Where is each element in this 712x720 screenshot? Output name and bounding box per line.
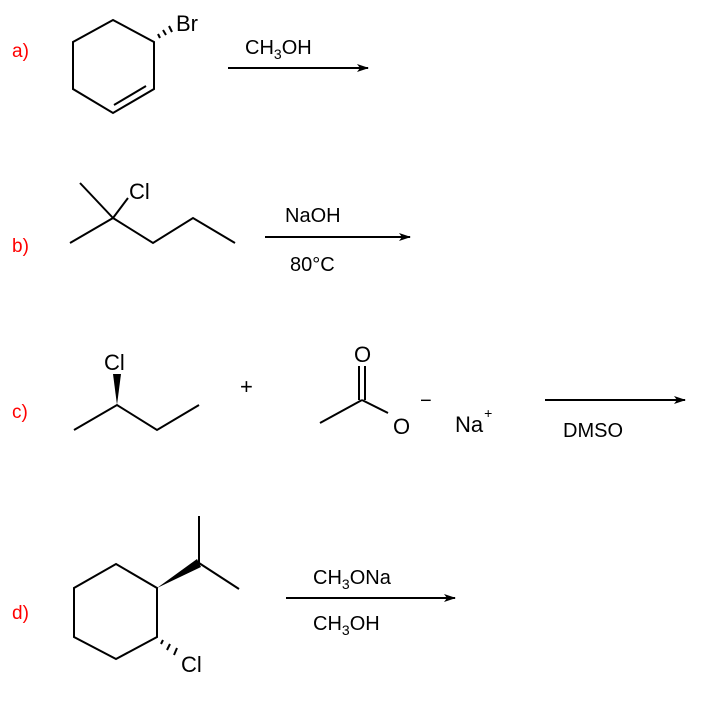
reaction-label-b: b)	[12, 236, 29, 257]
chlorine-label: Cl	[104, 350, 125, 375]
reaction-d: d) Cl CH3ONa CH3OH	[12, 516, 456, 677]
reagent-d-above: CH3ONa	[313, 567, 392, 592]
chlorobutane-structure: Cl	[73, 350, 200, 432]
reagent-b-below: 80°C	[290, 254, 335, 276]
reaction-c: c) Cl + O O − Na+ DMSO	[12, 342, 686, 442]
reaction-b: b) Cl NaOH 80°C	[12, 179, 411, 276]
anion-oxygen: O	[393, 414, 410, 439]
bromine-label: Br	[176, 11, 198, 36]
reaction-a: a) Br CH3OH	[12, 11, 369, 115]
reaction-label-a: a)	[12, 41, 29, 62]
reagent-d-below: CH3OH	[313, 613, 380, 638]
reagent-b-above: NaOH	[285, 205, 341, 227]
reaction-label-c: c)	[12, 402, 28, 423]
negative-charge: −	[420, 390, 432, 412]
reagent-a: CH3OH	[245, 37, 312, 62]
solvent-c: DMSO	[563, 420, 623, 442]
bromocyclohexene-structure: Br	[72, 11, 198, 115]
chlorine-label: Cl	[129, 179, 150, 204]
plus-sign: +	[240, 374, 253, 399]
reaction-label-d: d)	[12, 603, 29, 624]
chloro-methylpentane-structure: Cl	[69, 179, 236, 245]
isopropyl-chlorocyclohexane-structure: Cl	[73, 516, 240, 677]
sodium-cation: Na+	[455, 405, 492, 437]
carbonyl-oxygen: O	[354, 342, 371, 367]
sodium-acetate-structure: O O − Na+	[319, 342, 492, 439]
chlorine-label: Cl	[181, 652, 202, 677]
